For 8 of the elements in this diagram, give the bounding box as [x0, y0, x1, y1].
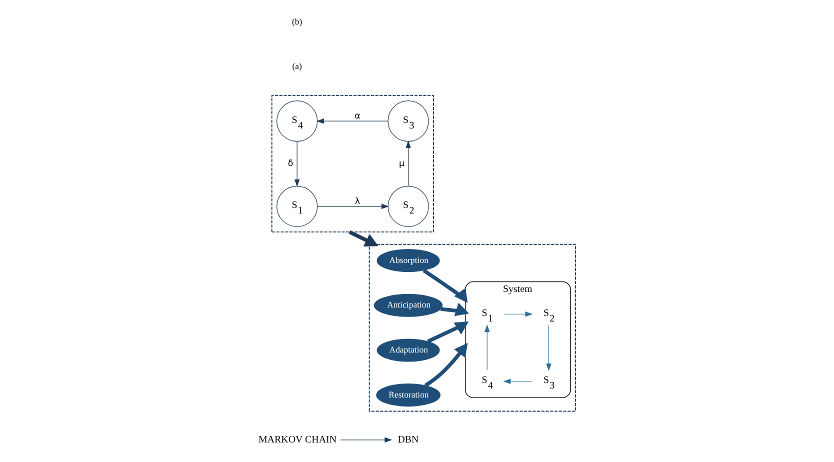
label: (a): [292, 61, 302, 72]
node-text: DBN: [398, 434, 419, 446]
edge-label: μ: [398, 159, 405, 170]
label: (b): [292, 16, 302, 26]
edge-label: λ: [354, 197, 360, 208]
edge-label: α: [354, 112, 360, 122]
edge-label: δ: [288, 159, 294, 170]
node-text: MARKOV CHAIN: [258, 434, 337, 446]
